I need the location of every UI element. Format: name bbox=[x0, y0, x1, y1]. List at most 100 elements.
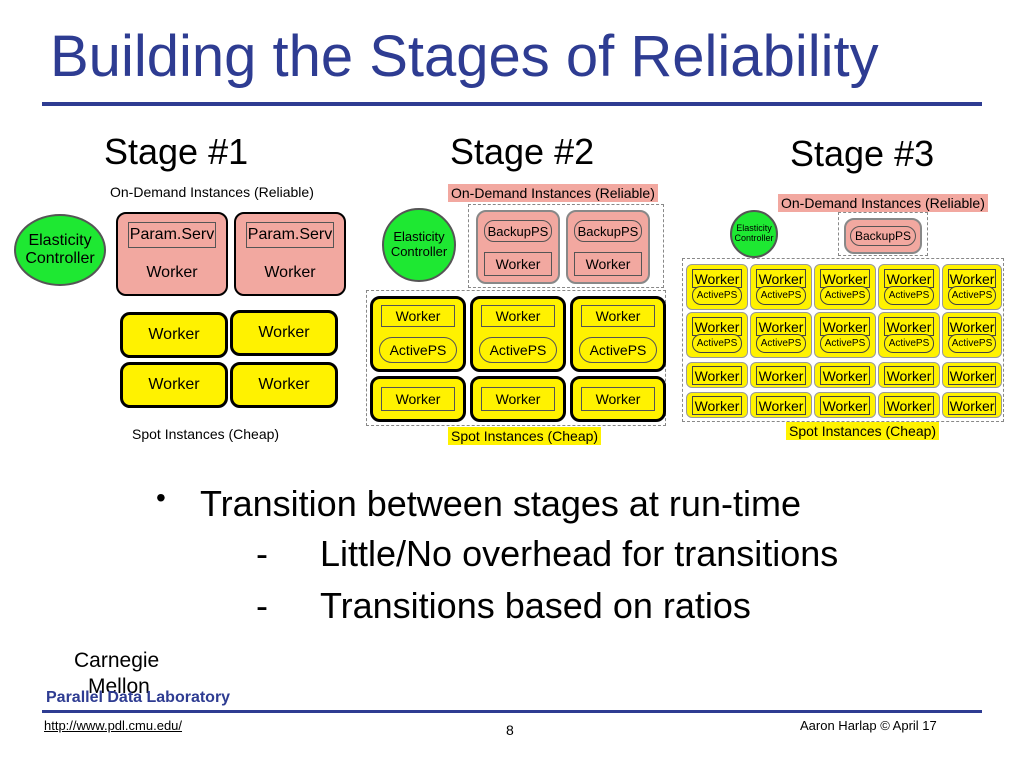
stage2-active-worker-3: Worker bbox=[581, 305, 655, 327]
stage-1-heading: Stage #1 bbox=[104, 131, 249, 172]
stage3-worker: Worker bbox=[820, 317, 870, 336]
stage3-ondemand-area bbox=[838, 212, 928, 256]
stage1-param-serv-1: Param.Serv bbox=[128, 222, 216, 248]
stage3-activeps: ActivePS bbox=[756, 286, 806, 305]
stage2-worker-node-2: Worker bbox=[470, 376, 566, 422]
stage3-worker-node: Worker bbox=[750, 392, 812, 418]
stage3-worker: Worker bbox=[756, 317, 806, 336]
stage2-backup-ps-1: BackupPS bbox=[484, 220, 552, 242]
cmu-logo-line2: Mellon bbox=[88, 675, 150, 698]
stage3-ondemand-label: On-Demand Instances (Reliable) bbox=[778, 194, 988, 212]
stage3-worker-node: Worker bbox=[686, 392, 748, 418]
stage2-ondemand-area bbox=[468, 204, 664, 288]
stage3-worker: Worker bbox=[820, 396, 870, 415]
stage3-worker: Worker bbox=[692, 317, 742, 336]
stage2-active-node-2: Worker ActivePS bbox=[470, 296, 566, 372]
stage2-backup-worker-1: Worker bbox=[484, 252, 552, 276]
stage3-worker-node: Worker bbox=[750, 362, 812, 388]
stage2-activeps-1: ActivePS bbox=[379, 337, 457, 363]
stage1-spot-label: Spot Instances (Cheap) bbox=[132, 426, 280, 442]
stage3-worker-node: Worker bbox=[942, 362, 1002, 388]
stage3-worker: Worker bbox=[948, 396, 996, 415]
author-credit: Aaron Harlap © April 17 bbox=[800, 718, 937, 733]
stage3-worker: Worker bbox=[948, 269, 996, 288]
stage3-worker: Worker bbox=[820, 366, 870, 385]
stage3-worker: Worker bbox=[884, 366, 934, 385]
stage2-worker-1: Worker bbox=[381, 387, 455, 411]
stage2-worker-2: Worker bbox=[481, 387, 555, 411]
stage3-elasticity-controller: Elasticity Controller bbox=[730, 210, 778, 258]
stage1-elasticity-label: Elasticity Controller bbox=[25, 231, 95, 267]
stage3-worker-node: Worker bbox=[814, 362, 876, 388]
stage3-worker: Worker bbox=[692, 366, 742, 385]
stage2-worker-node-1: Worker bbox=[370, 376, 466, 422]
stage3-worker: Worker bbox=[756, 366, 806, 385]
title-divider bbox=[42, 102, 982, 106]
pdl-label: Parallel Data Laboratory bbox=[46, 689, 231, 706]
stage3-activeps: ActivePS bbox=[820, 286, 870, 305]
stage2-active-worker-1: Worker bbox=[381, 305, 455, 327]
stage3-worker: Worker bbox=[692, 269, 742, 288]
stage-2-heading: Stage #2 bbox=[450, 131, 595, 172]
stage3-worker-node: Worker bbox=[878, 392, 940, 418]
stage2-active-worker-2: Worker bbox=[481, 305, 555, 327]
stage3-worker: Worker bbox=[948, 317, 996, 336]
stage2-active-node-3: Worker ActivePS bbox=[570, 296, 666, 372]
stage2-backup-node-2: BackupPS Worker bbox=[566, 210, 650, 284]
stage1-param-serv-2: Param.Serv bbox=[246, 222, 334, 248]
page-number: 8 bbox=[506, 722, 514, 738]
stage2-ondemand-label: On-Demand Instances (Reliable) bbox=[448, 184, 658, 202]
stage2-activeps-2: ActivePS bbox=[479, 337, 557, 363]
stage3-worker: Worker bbox=[820, 269, 870, 288]
sub-bullet-2: Transitions based on ratios bbox=[320, 585, 751, 626]
stage3-elasticity-label: Elasticity Controller bbox=[734, 223, 774, 243]
stage3-worker: Worker bbox=[756, 396, 806, 415]
stage2-backup-ps-2: BackupPS bbox=[574, 220, 642, 242]
footer-divider bbox=[42, 710, 982, 713]
stage2-elasticity-label: Elasticity Controller bbox=[390, 229, 448, 259]
stage1-param-worker-1: Worker bbox=[146, 264, 198, 281]
stage-3-heading: Stage #3 bbox=[790, 133, 935, 174]
sub-bullet-dash-2: - bbox=[256, 585, 268, 626]
stage3-worker-node: Worker bbox=[686, 362, 748, 388]
stage1-ondemand-label: On-Demand Instances (Reliable) bbox=[110, 184, 314, 200]
stage3-spot-label: Spot Instances (Cheap) bbox=[786, 422, 940, 440]
stage1-elasticity-controller: Elasticity Controller bbox=[14, 214, 106, 286]
stage3-activeps: ActivePS bbox=[948, 334, 996, 353]
stage2-worker-node-3: Worker bbox=[570, 376, 666, 422]
stage3-worker-node: Worker bbox=[878, 362, 940, 388]
sub-bullet-dash-1: - bbox=[256, 533, 268, 574]
stage1-worker-4: Worker bbox=[230, 362, 338, 408]
stage3-activeps: ActivePS bbox=[756, 334, 806, 353]
stage3-activeps: ActivePS bbox=[948, 286, 996, 305]
stage2-backup-node-1: BackupPS Worker bbox=[476, 210, 560, 284]
stage2-worker-3: Worker bbox=[581, 387, 655, 411]
stage3-worker-node: Worker bbox=[814, 392, 876, 418]
stage3-spot-area bbox=[682, 258, 1004, 422]
stage2-spot-label: Spot Instances (Cheap) bbox=[448, 427, 602, 445]
stage3-activeps: ActivePS bbox=[884, 286, 934, 305]
pdl-url-link[interactable]: http://www.pdl.cmu.edu/ bbox=[44, 718, 183, 733]
bullet-main: Transition between stages at run-time bbox=[200, 483, 801, 524]
stage1-worker-2: Worker bbox=[230, 310, 338, 356]
stage1-param-node-2: Param.Serv Worker bbox=[234, 212, 346, 296]
sub-bullet-1: Little/No overhead for transitions bbox=[320, 533, 839, 574]
stage1-worker-3: Worker bbox=[120, 362, 228, 408]
stage3-worker-node: Worker bbox=[942, 392, 1002, 418]
stage3-backup-ps: BackupPS bbox=[850, 226, 916, 246]
stage3-activeps: ActivePS bbox=[884, 334, 934, 353]
stage3-backup-node: BackupPS bbox=[844, 218, 922, 254]
stage1-param-worker-2: Worker bbox=[264, 264, 316, 281]
stage1-worker-1: Worker bbox=[120, 312, 228, 358]
stage1-param-node-1: Param.Serv Worker bbox=[116, 212, 228, 296]
stage3-activeps: ActivePS bbox=[692, 286, 742, 305]
